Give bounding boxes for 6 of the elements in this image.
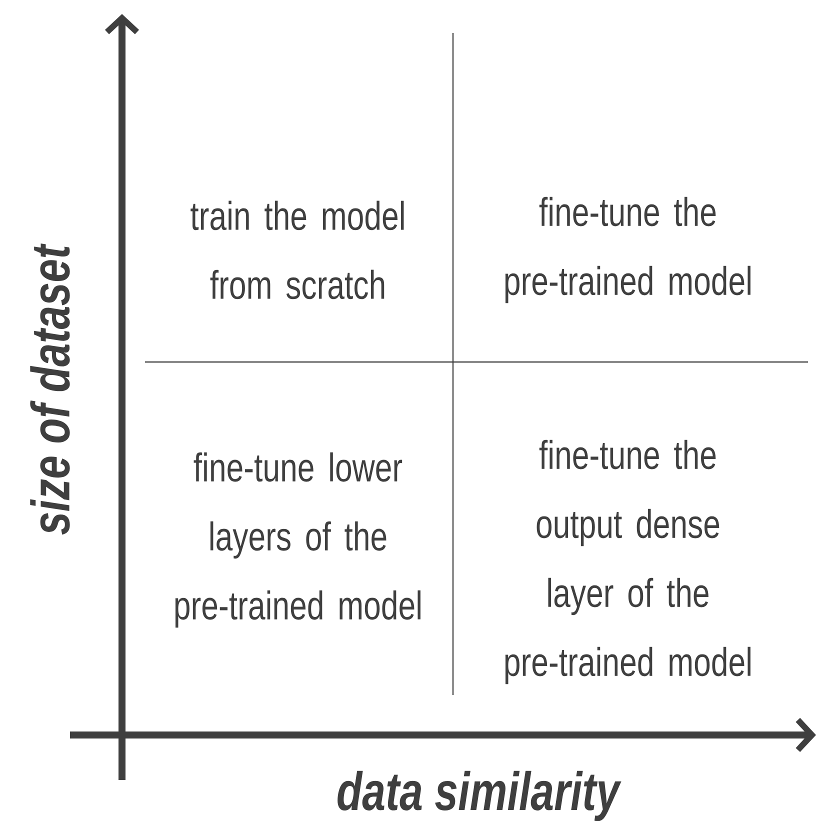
axis-label: data similarity bbox=[338, 770, 622, 821]
quadrant-text: train the model from scratch bbox=[190, 200, 404, 300]
quadrant-text: fine-tune lower layers of the pre-trained model bbox=[175, 452, 420, 628]
quadrant-text: fine-tune the pre-trained model bbox=[505, 196, 750, 304]
axis-label: size of dataset bbox=[30, 243, 70, 535]
quadrant-text: fine-tune the output dense layer of the pre-trained model bbox=[505, 440, 750, 684]
